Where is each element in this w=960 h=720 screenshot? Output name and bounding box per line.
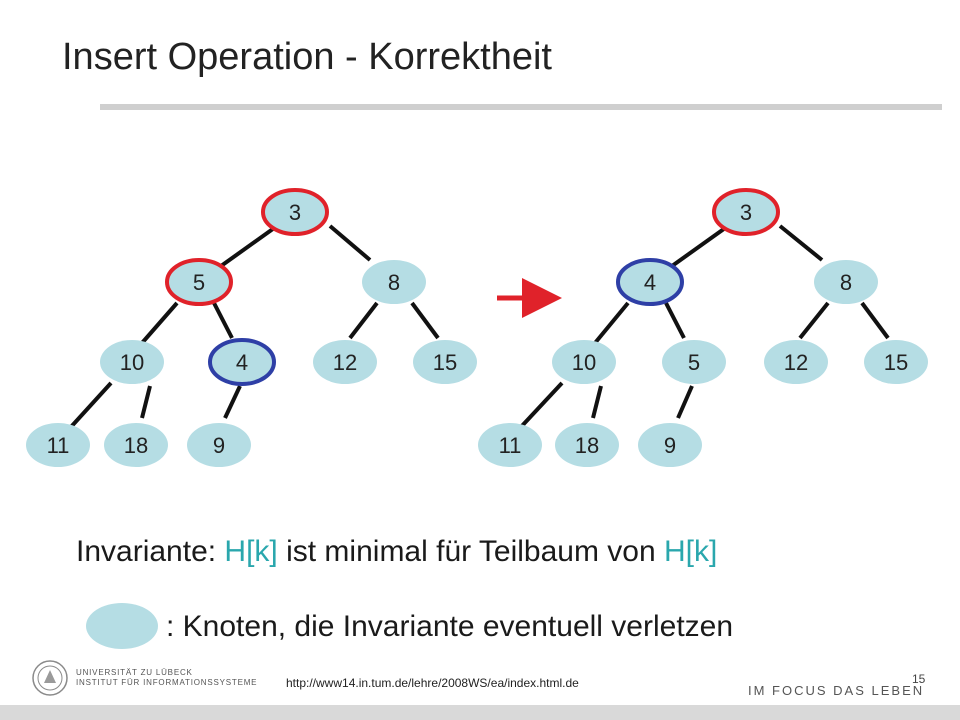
node-label: 15	[433, 350, 457, 375]
node-label: 11	[499, 433, 522, 458]
edge	[664, 302, 686, 339]
edge	[860, 301, 890, 340]
source-url[interactable]: http://www14.in.tum.de/lehre/2008WS/ea/i…	[286, 676, 579, 690]
edge	[68, 381, 113, 430]
invariant-term: H[k]	[664, 535, 718, 568]
node-label: 9	[664, 433, 676, 458]
heap-node	[764, 340, 828, 384]
page-number: 15	[912, 672, 926, 686]
tree-after: 3 4 8 10 5 12 15 11 18 9	[478, 188, 928, 467]
heap-node	[555, 423, 619, 467]
university-seal-icon	[32, 660, 68, 696]
edge	[223, 385, 242, 419]
edge	[212, 302, 234, 339]
heap-node	[104, 423, 168, 467]
heap-node	[662, 340, 726, 384]
heap-node	[208, 338, 276, 386]
heap-node	[552, 340, 616, 384]
heap-node	[100, 340, 164, 384]
heap-node	[362, 260, 426, 304]
legend-text: : Knoten, die Invariante eventuell verle…	[166, 610, 734, 643]
heap-node	[478, 423, 542, 467]
edge	[591, 385, 603, 419]
heap-node	[413, 340, 477, 384]
edge	[348, 301, 379, 340]
heap-node	[165, 258, 233, 306]
slide-title: Insert Operation - Korrektheit	[62, 36, 552, 78]
node-label: 4	[644, 270, 656, 295]
node-label: 8	[840, 270, 852, 295]
invariant-middle: ist minimal für Teilbaum von	[277, 535, 665, 568]
edge	[670, 224, 730, 268]
edge	[593, 301, 630, 345]
university-name: UNIVERSITÄT ZU LÜBECK INSTITUT FÜR INFOR…	[76, 668, 257, 688]
node-label: 10	[572, 350, 596, 375]
node-label: 12	[784, 350, 808, 375]
edge	[798, 301, 830, 340]
heap-node	[616, 258, 684, 306]
edge	[676, 385, 694, 419]
university-line-1: UNIVERSITÄT ZU LÜBECK	[76, 668, 193, 677]
heap-node	[638, 423, 702, 467]
node-label: 18	[575, 433, 599, 458]
heap-node	[313, 340, 377, 384]
node-label: 3	[740, 200, 752, 225]
edge	[410, 301, 440, 340]
node-label: 3	[289, 200, 301, 225]
slogan: IM FOCUS DAS LEBEN	[748, 683, 925, 698]
edge	[140, 385, 152, 419]
heap-node	[712, 188, 780, 236]
heap-node	[814, 260, 878, 304]
node-label: 9	[213, 433, 225, 458]
edge	[219, 224, 279, 268]
university-line-2: INSTITUT FÜR INFORMATIONSSYSTEME	[76, 678, 258, 687]
node-label: 18	[124, 433, 148, 458]
node-label: 4	[236, 350, 248, 375]
heap-node	[187, 423, 251, 467]
invariant-term: H[k]	[224, 535, 278, 568]
edge	[328, 224, 372, 262]
edge	[518, 381, 564, 430]
node-label: 5	[688, 350, 700, 375]
invariant-prefix: Invariante:	[76, 535, 225, 568]
edge	[778, 224, 824, 262]
node-label: 11	[47, 433, 70, 458]
node-label: 12	[333, 350, 357, 375]
heap-node	[261, 188, 329, 236]
node-label: 5	[193, 270, 205, 295]
node-label: 15	[884, 350, 908, 375]
node-label: 10	[120, 350, 144, 375]
title-divider	[100, 104, 942, 110]
footer-bar	[0, 705, 960, 720]
tree-before: 3 5 8 10 4 12 15 11 18 9	[26, 188, 477, 467]
node-label: 8	[388, 270, 400, 295]
edge	[140, 301, 179, 345]
legend-node-swatch-icon	[86, 603, 158, 649]
heap-node	[26, 423, 90, 467]
invariant-statement: Invariante: H[k] ist minimal für Teilbau…	[76, 535, 717, 569]
heap-node	[864, 340, 928, 384]
